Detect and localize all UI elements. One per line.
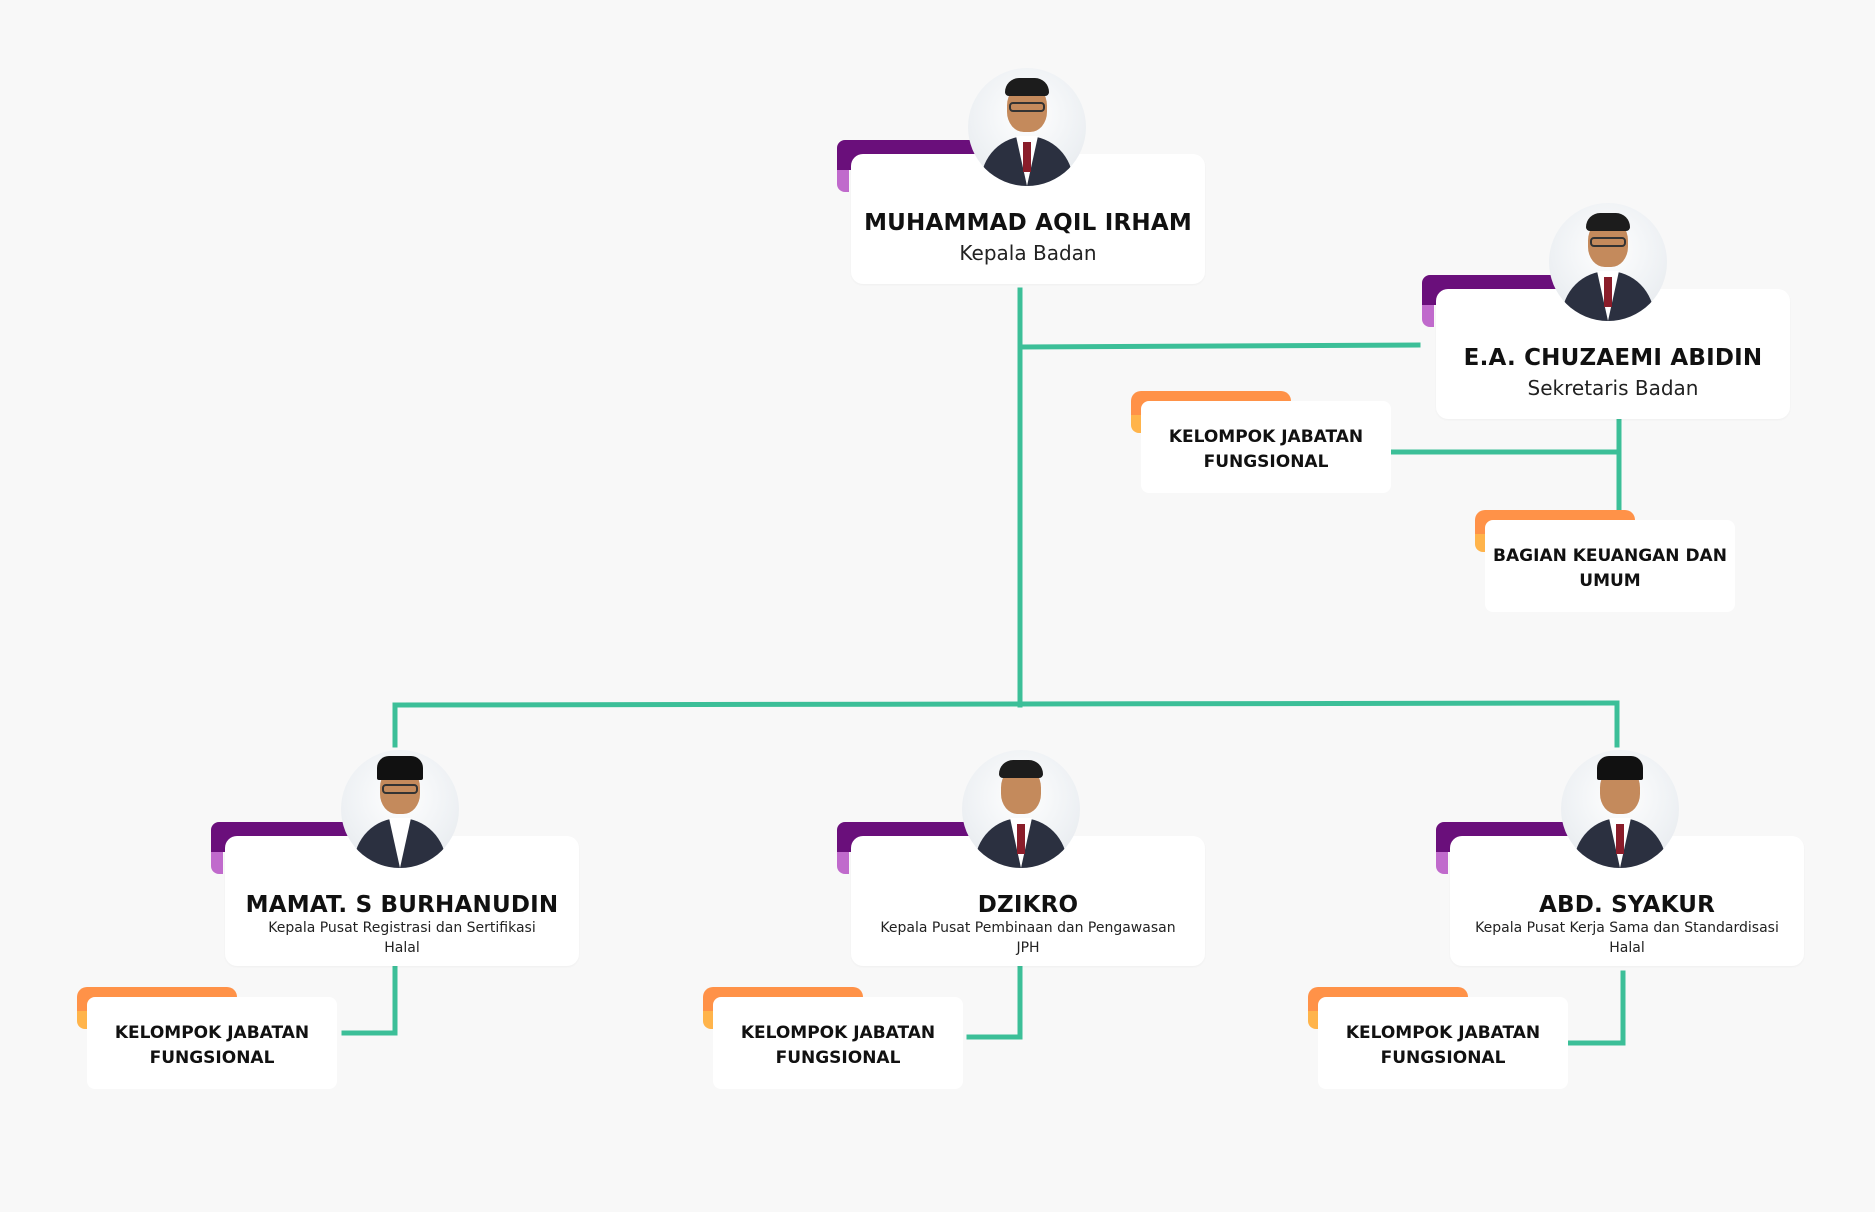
group-label: BAGIAN KEUANGAN DAN UMUM bbox=[1493, 546, 1727, 591]
person-name: MAMAT. S BURHANUDIN bbox=[245, 892, 559, 918]
person-role: Kepala Pusat Registrasi dan Sertifikasi … bbox=[268, 920, 536, 956]
connector-left-to-jf bbox=[341, 955, 398, 1036]
connector-head-to-secretary bbox=[1017, 342, 1421, 350]
card-head[interactable]: MUHAMMAD AQIL IRHAM Kepala Badan bbox=[837, 68, 1205, 284]
person-role: Kepala Pusat Pembinaan dan Pengawasan JP… bbox=[880, 920, 1176, 956]
group-body bbox=[1485, 520, 1735, 612]
group-label: KELOMPOK JABATAN FUNGSIONAL bbox=[1168, 427, 1364, 472]
card-center-cooperation[interactable]: ABD. SYAKUR Kepala Pusat Kerja Sama dan … bbox=[1436, 750, 1804, 966]
group-center-jf-right[interactable]: KELOMPOK JABATAN FUNGSIONAL bbox=[1308, 987, 1568, 1089]
person-name: ABD. SYAKUR bbox=[1539, 892, 1715, 918]
avatar-photo bbox=[1549, 203, 1667, 321]
avatar-photo bbox=[341, 750, 459, 868]
card-center-registration[interactable]: MAMAT. S BURHANUDIN Kepala Pusat Registr… bbox=[211, 750, 579, 966]
card-secretary[interactable]: E.A. CHUZAEMI ABIDIN Sekretaris Badan bbox=[1422, 203, 1790, 419]
card-center-supervision[interactable]: DZIKRO Kepala Pusat Pembinaan dan Pengaw… bbox=[837, 750, 1205, 966]
person-name: DZIKRO bbox=[977, 892, 1079, 918]
person-name: MUHAMMAD AQIL IRHAM bbox=[864, 210, 1192, 236]
group-label: KELOMPOK JABATAN FUNGSIONAL bbox=[1345, 1023, 1541, 1068]
avatar-photo bbox=[962, 750, 1080, 868]
connector-right-to-jf bbox=[1567, 970, 1626, 1046]
connector-centers-bus bbox=[392, 700, 1620, 708]
group-center-jf-middle[interactable]: KELOMPOK JABATAN FUNGSIONAL bbox=[703, 987, 963, 1089]
group-label: KELOMPOK JABATAN FUNGSIONAL bbox=[740, 1023, 936, 1068]
person-name: E.A. CHUZAEMI ABIDIN bbox=[1463, 345, 1763, 371]
group-body bbox=[1318, 997, 1568, 1089]
group-body bbox=[713, 997, 963, 1089]
group-body bbox=[87, 997, 337, 1089]
group-secretariat-jf[interactable]: KELOMPOK JABATAN FUNGSIONAL bbox=[1131, 391, 1391, 493]
group-label: KELOMPOK JABATAN FUNGSIONAL bbox=[114, 1023, 310, 1068]
person-role: Sekretaris Badan bbox=[1527, 376, 1699, 400]
avatar-photo bbox=[968, 68, 1086, 186]
group-finance[interactable]: BAGIAN KEUANGAN DAN UMUM bbox=[1475, 510, 1735, 612]
connector-middle-to-jf bbox=[966, 965, 1023, 1040]
group-center-jf-left[interactable]: KELOMPOK JABATAN FUNGSIONAL bbox=[77, 987, 337, 1089]
person-role: Kepala Pusat Kerja Sama dan Standardisas… bbox=[1475, 920, 1779, 956]
group-body bbox=[1141, 401, 1391, 493]
avatar-photo bbox=[1561, 750, 1679, 868]
person-role: Kepala Badan bbox=[959, 241, 1097, 265]
